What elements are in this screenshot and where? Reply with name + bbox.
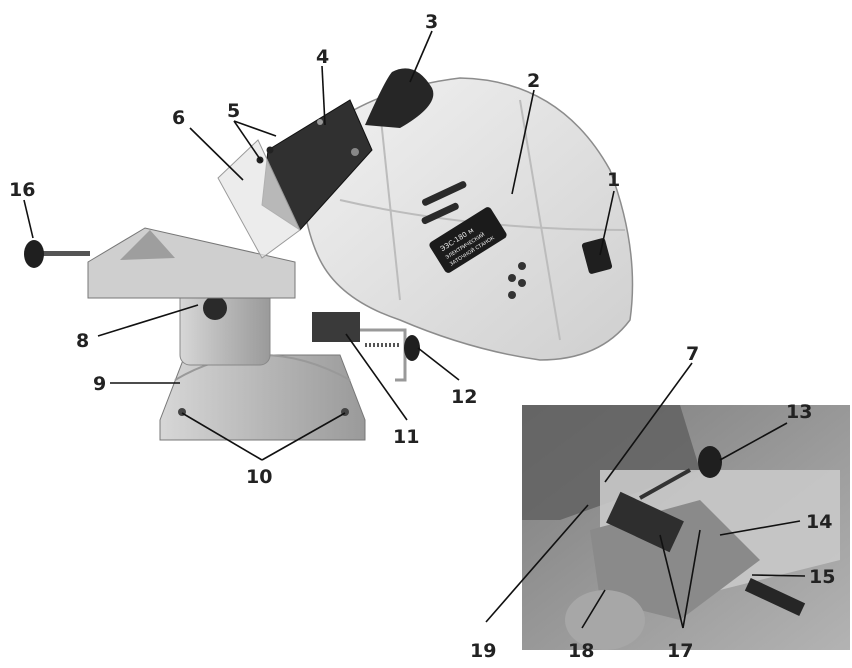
- callout-3: 3: [425, 11, 438, 33]
- callout-10: 10: [246, 466, 272, 488]
- leader-4: [321, 65, 326, 126]
- leader-15: [751, 574, 806, 577]
- leader-6: [189, 127, 244, 181]
- callout-14: 14: [806, 511, 832, 533]
- callout-4: 4: [316, 46, 329, 68]
- vise-screw-knob: [24, 240, 44, 268]
- leader-11: [345, 333, 408, 421]
- callout-12: 12: [451, 386, 477, 408]
- callout-9: 9: [93, 373, 106, 395]
- callout-17: 17: [667, 640, 693, 662]
- leader-1: [599, 190, 615, 256]
- leader-19: [485, 504, 589, 623]
- safety-shield: [217, 139, 301, 259]
- power-switch: [581, 238, 613, 274]
- callout-15: 15: [809, 566, 835, 588]
- leader-17a: [659, 534, 684, 629]
- callout-18: 18: [568, 640, 594, 662]
- leader-13: [719, 422, 788, 461]
- leader-14: [719, 520, 801, 536]
- callout-7: 7: [686, 343, 699, 365]
- leader-17b: [682, 529, 701, 629]
- leader-16: [23, 199, 34, 239]
- leader-12: [417, 347, 460, 381]
- callout-numbers: 1 2 3 4 5 6 7 8 9 10 11 12 13 14 15 16 1…: [9, 11, 835, 662]
- sharpener-machine: ЭЗС-180 м ЭЛЕКТРИЧЕСКИЙ ЗАТОЧНОЙ СТАНОК: [24, 68, 634, 441]
- leader-7: [604, 362, 693, 483]
- callout-19: 19: [470, 640, 496, 662]
- leader-8: [97, 304, 199, 337]
- leader-5b: [233, 120, 277, 137]
- grip-handle: [365, 68, 434, 128]
- base-plate: [159, 354, 366, 441]
- shield-screw-b: [266, 146, 274, 154]
- callout-13: 13: [786, 401, 812, 423]
- callout-6: 6: [172, 107, 185, 129]
- vent-slots: [421, 181, 467, 225]
- callout-5: 5: [227, 100, 240, 122]
- inset-clamp: [606, 491, 684, 553]
- leader-10b: [261, 412, 346, 461]
- inset-knob: [698, 446, 722, 478]
- leader-3: [409, 30, 433, 83]
- column-lock-knob: [203, 296, 227, 320]
- chain-stop-knob: [404, 335, 420, 361]
- callout-16: 16: [9, 179, 35, 201]
- chain-stop-block: [312, 312, 360, 342]
- callout-2: 2: [527, 70, 540, 92]
- leader-18: [581, 589, 606, 629]
- callout-1: 1: [607, 169, 620, 191]
- leader-10a: [181, 412, 263, 461]
- leader-lines: [23, 30, 806, 629]
- callout-8: 8: [76, 330, 89, 352]
- callout-11: 11: [393, 426, 419, 448]
- leader-2: [511, 89, 535, 195]
- leader-5a: [233, 120, 263, 163]
